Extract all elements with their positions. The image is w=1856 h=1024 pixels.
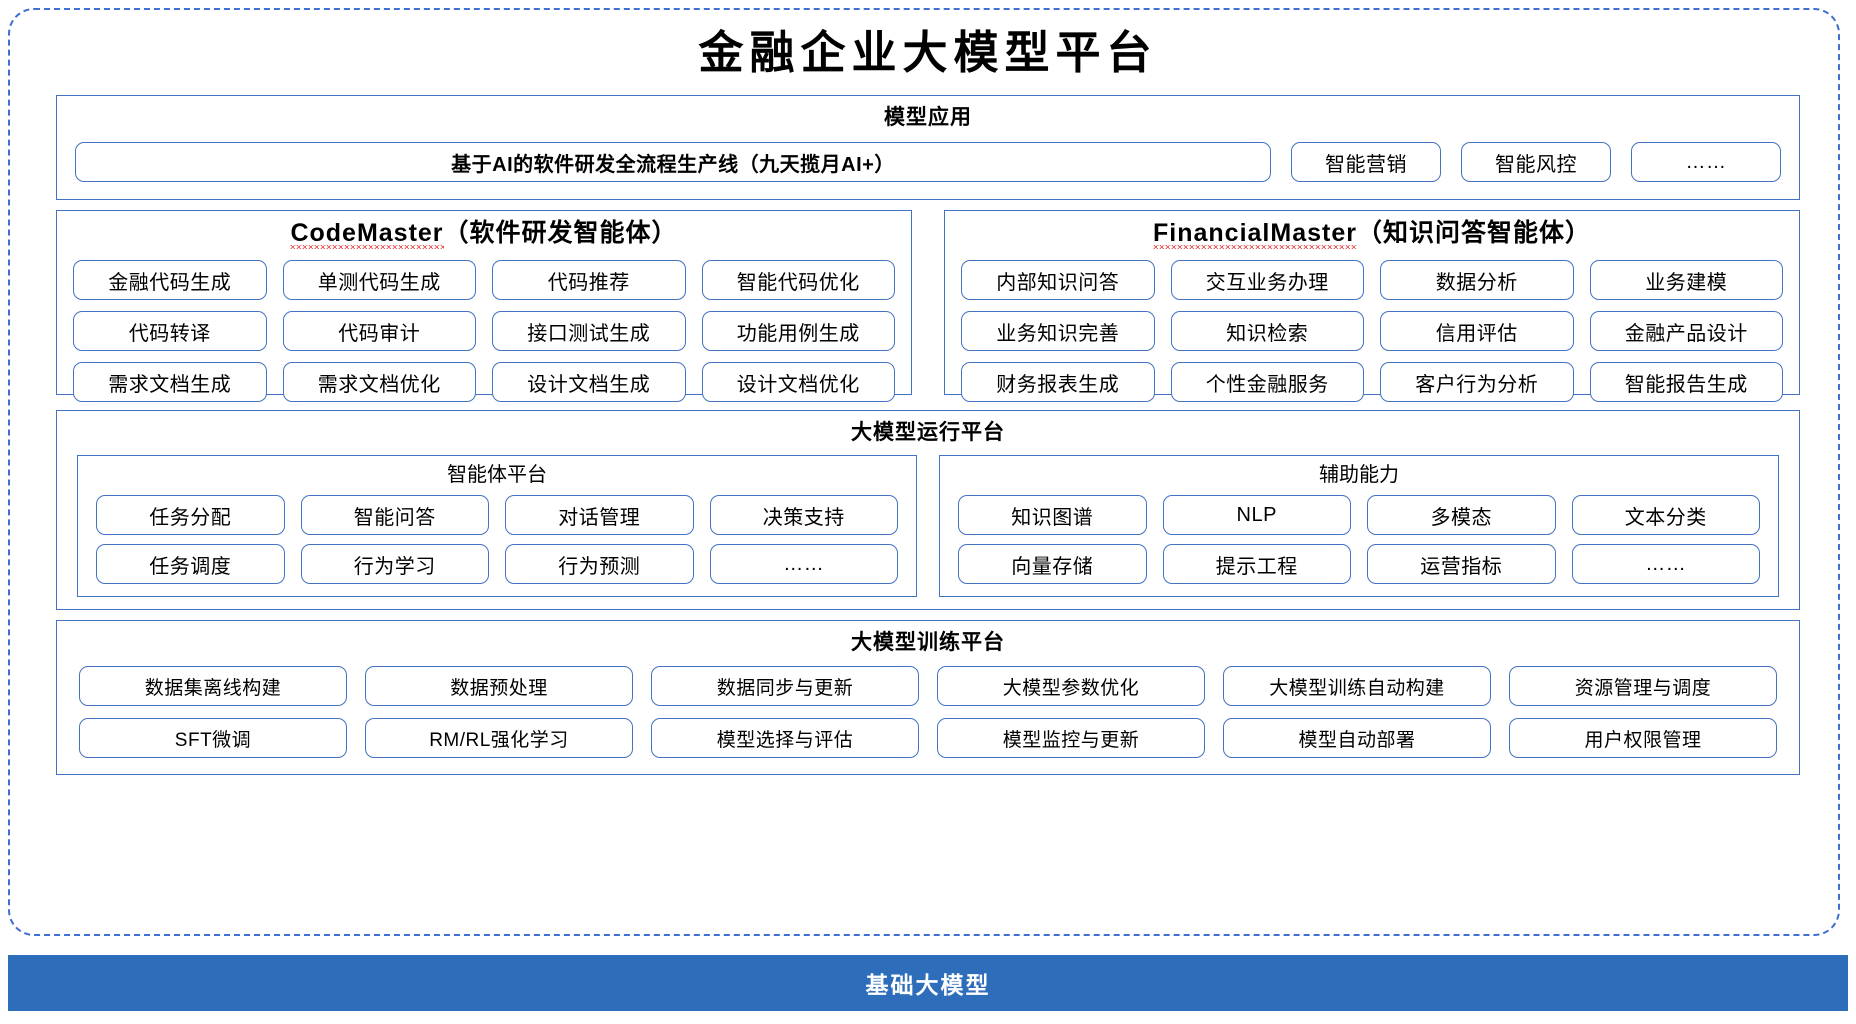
auxiliary-item-0[interactable]: 知识图谱 bbox=[958, 495, 1147, 535]
code-master-item-10[interactable]: 设计文档生成 bbox=[492, 362, 686, 402]
app-item-ai-pipeline[interactable]: 基于AI的软件研发全流程生产线（九天揽月AI+） bbox=[75, 142, 1271, 182]
code-master-item-2[interactable]: 代码推荐 bbox=[492, 260, 686, 300]
outer-dashed-frame bbox=[8, 8, 1840, 936]
page-title: 金融企业大模型平台 bbox=[698, 28, 1158, 78]
auxiliary-item-6[interactable]: 运营指标 bbox=[1367, 544, 1556, 584]
agent-platform-item-7[interactable]: …… bbox=[709, 544, 898, 584]
train-platform-grid: 数据集离线构建 数据预处理 数据同步与更新 大模型参数优化 大模型训练自动构建 … bbox=[79, 666, 1777, 758]
train-item-10[interactable]: 模型自动部署 bbox=[1223, 718, 1491, 758]
run-platform-columns: 智能体平台 任务分配 智能问答 对话管理 决策支持 任务调度 行为学习 行为预测… bbox=[77, 455, 1779, 597]
section-title-financial-master: FinancialMaster（知识问答智能体） bbox=[945, 221, 1799, 249]
train-item-5[interactable]: 资源管理与调度 bbox=[1509, 666, 1777, 706]
section-train-platform: 大模型训练平台 数据集离线构建 数据预处理 数据同步与更新 大模型参数优化 大模… bbox=[56, 620, 1800, 775]
financial-master-item-6[interactable]: 信用评估 bbox=[1380, 311, 1574, 351]
app-item-0[interactable]: 智能营销 bbox=[1291, 142, 1441, 182]
section-financial-master: FinancialMaster（知识问答智能体） 内部知识问答 交互业务办理 数… bbox=[944, 210, 1800, 402]
subcard-agent-platform: 智能体平台 任务分配 智能问答 对话管理 决策支持 任务调度 行为学习 行为预测… bbox=[77, 455, 917, 597]
code-master-subtitle: （软件研发智能体） bbox=[443, 219, 678, 247]
agent-platform-item-1[interactable]: 智能问答 bbox=[300, 495, 489, 535]
agent-platform-item-0[interactable]: 任务分配 bbox=[96, 495, 285, 535]
auxiliary-capability-grid: 知识图谱 NLP 多模态 文本分类 向量存储 提示工程 运营指标 …… bbox=[958, 495, 1760, 584]
financial-master-item-2[interactable]: 数据分析 bbox=[1380, 260, 1574, 300]
model-application-row: 基于AI的软件研发全流程生产线（九天揽月AI+） 智能营销 智能风控 …… bbox=[75, 142, 1781, 182]
code-master-item-1[interactable]: 单测代码生成 bbox=[282, 260, 476, 300]
code-master-item-4[interactable]: 代码转译 bbox=[73, 311, 267, 351]
train-item-6[interactable]: SFT微调 bbox=[79, 718, 347, 758]
agent-platform-item-5[interactable]: 行为学习 bbox=[300, 544, 489, 584]
financial-master-item-3[interactable]: 业务建模 bbox=[1589, 260, 1783, 300]
agent-platform-grid: 任务分配 智能问答 对话管理 决策支持 任务调度 行为学习 行为预测 …… bbox=[96, 495, 898, 584]
financial-master-grid: 内部知识问答 交互业务办理 数据分析 业务建模 业务知识完善 知识检索 信用评估… bbox=[961, 260, 1783, 402]
section-model-application: 模型应用 基于AI的软件研发全流程生产线（九天揽月AI+） 智能营销 智能风控 … bbox=[56, 95, 1800, 200]
code-master-name: CodeMaster bbox=[290, 219, 444, 247]
code-master-item-9[interactable]: 需求文档优化 bbox=[282, 362, 476, 402]
code-master-item-6[interactable]: 接口测试生成 bbox=[492, 311, 686, 351]
auxiliary-item-1[interactable]: NLP bbox=[1162, 495, 1351, 535]
train-item-7[interactable]: RM/RL强化学习 bbox=[365, 718, 633, 758]
subcard-title-agent-platform: 智能体平台 bbox=[447, 464, 547, 486]
code-master-item-11[interactable]: 设计文档优化 bbox=[701, 362, 895, 402]
train-item-11[interactable]: 用户权限管理 bbox=[1509, 718, 1777, 758]
financial-master-item-9[interactable]: 个性金融服务 bbox=[1170, 362, 1364, 402]
financial-master-item-11[interactable]: 智能报告生成 bbox=[1589, 362, 1783, 402]
code-master-item-0[interactable]: 金融代码生成 bbox=[73, 260, 267, 300]
financial-master-subtitle: （知识问答智能体） bbox=[1356, 219, 1591, 247]
financial-master-item-1[interactable]: 交互业务办理 bbox=[1170, 260, 1364, 300]
base-model-label: 基础大模型 bbox=[865, 972, 991, 998]
auxiliary-item-2[interactable]: 多模态 bbox=[1367, 495, 1556, 535]
base-model-bar: 基础大模型 bbox=[8, 955, 1848, 1011]
section-title-model-application: 模型应用 bbox=[884, 106, 972, 129]
financial-master-item-8[interactable]: 财务报表生成 bbox=[961, 362, 1155, 402]
auxiliary-item-7[interactable]: …… bbox=[1571, 544, 1760, 584]
auxiliary-item-5[interactable]: 提示工程 bbox=[1162, 544, 1351, 584]
financial-master-item-7[interactable]: 金融产品设计 bbox=[1589, 311, 1783, 351]
financial-master-name: FinancialMaster bbox=[1153, 219, 1357, 247]
section-run-platform: 大模型运行平台 智能体平台 任务分配 智能问答 对话管理 决策支持 任务调度 行… bbox=[56, 410, 1800, 610]
section-code-master: CodeMaster（软件研发智能体） 金融代码生成 单测代码生成 代码推荐 智… bbox=[56, 210, 912, 402]
subcard-auxiliary-capability: 辅助能力 知识图谱 NLP 多模态 文本分类 向量存储 提示工程 运营指标 …… bbox=[939, 455, 1779, 597]
financial-master-item-5[interactable]: 知识检索 bbox=[1170, 311, 1364, 351]
financial-master-item-0[interactable]: 内部知识问答 bbox=[961, 260, 1155, 300]
train-item-3[interactable]: 大模型参数优化 bbox=[937, 666, 1205, 706]
train-item-2[interactable]: 数据同步与更新 bbox=[651, 666, 919, 706]
train-item-0[interactable]: 数据集离线构建 bbox=[79, 666, 347, 706]
section-title-code-master: CodeMaster（软件研发智能体） bbox=[57, 221, 911, 249]
subcard-title-auxiliary-capability: 辅助能力 bbox=[1319, 464, 1399, 486]
section-title-train-platform: 大模型训练平台 bbox=[851, 631, 1005, 654]
section-title-run-platform: 大模型运行平台 bbox=[851, 421, 1005, 444]
agent-platform-item-2[interactable]: 对话管理 bbox=[505, 495, 694, 535]
auxiliary-item-3[interactable]: 文本分类 bbox=[1571, 495, 1760, 535]
train-item-1[interactable]: 数据预处理 bbox=[365, 666, 633, 706]
code-master-item-8[interactable]: 需求文档生成 bbox=[73, 362, 267, 402]
app-item-1[interactable]: 智能风控 bbox=[1461, 142, 1611, 182]
financial-master-item-4[interactable]: 业务知识完善 bbox=[961, 311, 1155, 351]
auxiliary-item-4[interactable]: 向量存储 bbox=[958, 544, 1147, 584]
code-master-item-7[interactable]: 功能用例生成 bbox=[701, 311, 895, 351]
code-master-item-3[interactable]: 智能代码优化 bbox=[701, 260, 895, 300]
train-item-8[interactable]: 模型选择与评估 bbox=[651, 718, 919, 758]
agent-platform-item-6[interactable]: 行为预测 bbox=[505, 544, 694, 584]
code-master-item-5[interactable]: 代码审计 bbox=[282, 311, 476, 351]
train-item-4[interactable]: 大模型训练自动构建 bbox=[1223, 666, 1491, 706]
train-item-9[interactable]: 模型监控与更新 bbox=[937, 718, 1205, 758]
code-master-grid: 金融代码生成 单测代码生成 代码推荐 智能代码优化 代码转译 代码审计 接口测试… bbox=[73, 260, 895, 402]
app-item-2[interactable]: …… bbox=[1631, 142, 1781, 182]
agent-platform-item-3[interactable]: 决策支持 bbox=[709, 495, 898, 535]
agent-platform-item-4[interactable]: 任务调度 bbox=[96, 544, 285, 584]
financial-master-item-10[interactable]: 客户行为分析 bbox=[1380, 362, 1574, 402]
